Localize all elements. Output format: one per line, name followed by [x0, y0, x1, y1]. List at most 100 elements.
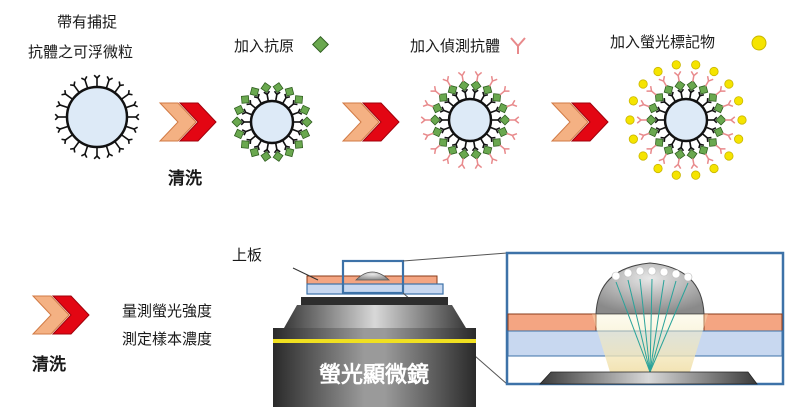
bead-capture-antibody — [54, 74, 140, 160]
antigen-diamond-icon — [713, 126, 725, 138]
antigen-diamond-icon — [499, 114, 511, 126]
microscope-label: 螢光顯微鏡 — [319, 362, 429, 388]
antigen-diamond-icon — [654, 93, 664, 102]
antigen-diamond-icon — [647, 126, 659, 138]
antigen-diamond-icon — [240, 95, 250, 104]
antigen-diamond-icon — [299, 128, 311, 140]
measure-line1: 量測螢光強度 — [122, 302, 213, 320]
plate-pointer-line — [292, 267, 319, 281]
antigen-diamond-icon — [686, 80, 698, 91]
antigen-diamond-icon — [260, 82, 272, 93]
antigen-diamond-icon — [674, 149, 686, 160]
marker-circle-icon — [691, 60, 701, 70]
antigen-diamond-icon — [233, 128, 245, 140]
marker-circle-icon — [724, 151, 734, 161]
antigen-diamond-icon — [645, 114, 657, 126]
antigen-diamond-icon — [301, 116, 313, 128]
measure-line2: 測定樣本濃度 — [122, 330, 213, 348]
zoom-connector — [402, 252, 508, 262]
antigen-diamond-icon — [431, 126, 443, 138]
antigen-diamond-icon — [674, 80, 686, 91]
antigen-diamond-icon — [231, 116, 243, 128]
marker-circle-icon — [638, 151, 648, 161]
bead-label-line2: 抗體之可浮微粒 — [28, 43, 134, 61]
antigen-diamond-icon — [470, 80, 482, 91]
antigen-diamond-icon — [497, 102, 509, 114]
wash-label-top: 清洗 — [168, 169, 202, 189]
antigen-diamond-icon — [294, 95, 304, 104]
chevron-arrow-icon — [31, 295, 90, 335]
marker-circle-icon — [671, 170, 681, 180]
antigen-diamond-icon — [284, 86, 295, 97]
antigen-diamond-icon — [654, 138, 664, 147]
marker-circle-icon — [709, 163, 719, 174]
antigen-diamond-icon — [272, 151, 284, 162]
chevron-arrow-icon — [550, 102, 609, 142]
antigen-diamond-icon — [713, 102, 725, 114]
antigen-diamond-icon — [249, 86, 260, 97]
marker-circle-icon — [734, 96, 744, 106]
marker-circle-icon — [653, 163, 663, 174]
zoom-inset — [505, 251, 785, 386]
antigen-diamond-icon — [663, 84, 674, 95]
marker-circle-icon — [628, 134, 638, 144]
antigen-diamond-icon — [698, 145, 709, 156]
marker-circle-icon — [625, 115, 635, 125]
antigen-diamond-icon — [260, 151, 272, 162]
antigen-diamond-icon — [663, 145, 674, 156]
marker-circle-icon — [751, 35, 767, 51]
wash-label-bottom: 清洗 — [32, 355, 66, 375]
antigen-diamond-icon — [470, 149, 482, 160]
antigen-diamond-icon — [708, 93, 718, 102]
antigen-diamond-icon — [431, 102, 443, 114]
antigen-diamond-icon — [447, 145, 458, 156]
marker-circle-icon — [691, 170, 701, 180]
bead-with-detection-antibody — [420, 70, 520, 170]
antigen-diamond-icon — [294, 140, 304, 149]
marker-circle-icon — [638, 79, 648, 89]
antigen-diamond-icon — [492, 93, 502, 102]
marker-circle-icon — [737, 115, 747, 125]
antigen-diamond-icon — [715, 114, 727, 126]
antigen-diamond-icon — [492, 138, 502, 147]
marker-circle-icon — [653, 66, 663, 77]
antigen-diamond-icon — [438, 138, 448, 147]
antigen-diamond-icon — [249, 147, 260, 158]
antigen-diamond-icon — [698, 84, 709, 95]
antigen-diamond-icon — [233, 104, 245, 116]
antigen-diamond-icon — [240, 140, 250, 149]
bead-with-marker — [625, 60, 747, 180]
antigen-diamond-icon — [438, 93, 448, 102]
chevron-arrow-icon — [158, 102, 217, 142]
zoom-region-marker — [341, 259, 405, 295]
marker-circle-icon — [709, 66, 719, 77]
antigen-diamond-icon — [429, 114, 441, 126]
antigen-diamond-icon — [482, 84, 493, 95]
sample-plate — [306, 259, 444, 295]
antigen-diamond-icon — [458, 149, 470, 160]
antigen-diamond-icon — [458, 80, 470, 91]
antigen-diamond-icon — [497, 126, 509, 138]
marker-circle-icon — [671, 60, 681, 70]
antigen-diamond-icon — [482, 145, 493, 156]
antibody-y-icon — [510, 37, 526, 54]
antigen-diamond-icon — [686, 149, 698, 160]
antigen-diamond-icon — [284, 147, 295, 158]
step-add-marker-label: 加入螢光標記物 — [610, 33, 716, 51]
antigen-diamond-icon — [708, 138, 718, 147]
microscope-objective: 螢光顯微鏡 — [273, 297, 476, 407]
antigen-diamond-icon — [312, 36, 329, 53]
antigen-diamond-icon — [447, 84, 458, 95]
marker-circle-icon — [734, 134, 744, 144]
antigen-diamond-icon — [299, 104, 311, 116]
chevron-arrow-icon — [341, 102, 400, 142]
marker-circle-icon — [724, 79, 734, 89]
bead-label-line1: 帶有捕捉 — [57, 13, 118, 31]
bead-with-antigen — [231, 82, 313, 162]
step-add-detection-antibody-label: 加入偵測抗體 — [410, 37, 501, 55]
marker-circle-icon — [628, 96, 638, 106]
antigen-diamond-icon — [647, 102, 659, 114]
step-add-antigen-label: 加入抗原 — [234, 37, 295, 55]
antigen-diamond-icon — [272, 82, 284, 93]
